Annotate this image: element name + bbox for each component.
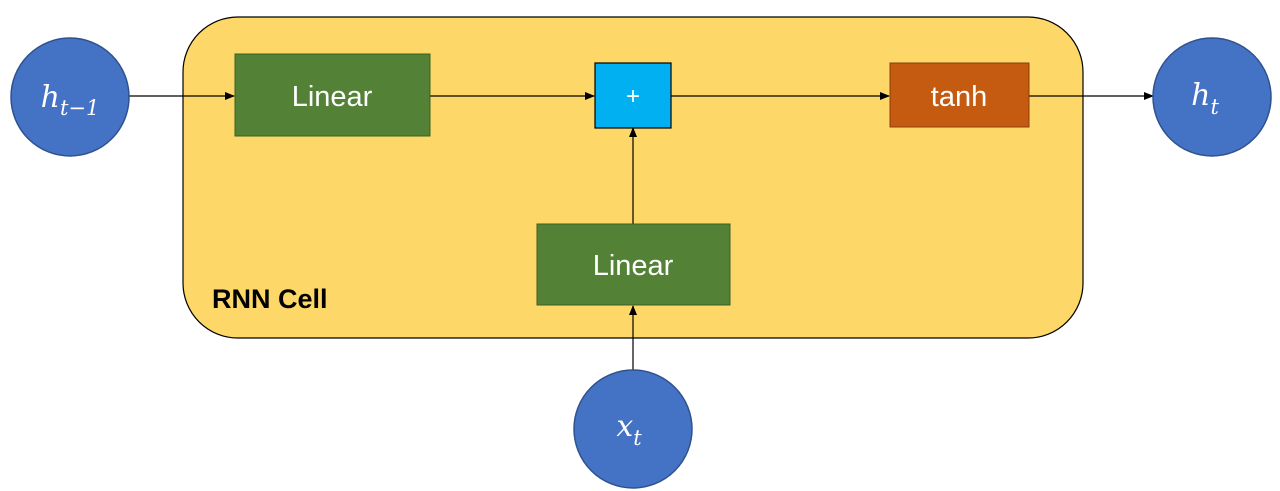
x-t-label: xt	[616, 409, 642, 450]
tanh-box	[889, 62, 1030, 128]
x-t-sub: t	[633, 426, 642, 450]
h-next-label: ht	[1191, 78, 1219, 119]
plus-label: +	[626, 83, 640, 110]
linear-top-label: Linear	[292, 81, 373, 113]
h-prev-base: h	[41, 80, 60, 115]
linear-bottom-label: Linear	[593, 250, 674, 282]
h-prev-sub: t−1	[60, 96, 99, 120]
h-prev-label: ht−1	[41, 80, 100, 120]
x-t-node	[573, 369, 693, 489]
h-next-sub: t	[1210, 95, 1219, 119]
h-next-node	[1152, 37, 1272, 157]
linear-bottom-box	[536, 223, 731, 306]
h-prev-node	[10, 37, 130, 157]
linear-top-box	[234, 53, 431, 137]
tanh-label: tanh	[931, 81, 987, 113]
rnn-cell-label: RNN Cell	[212, 284, 328, 314]
h-next-base: h	[1191, 78, 1210, 113]
plus-box	[594, 62, 672, 129]
x-t-base: x	[616, 409, 633, 444]
